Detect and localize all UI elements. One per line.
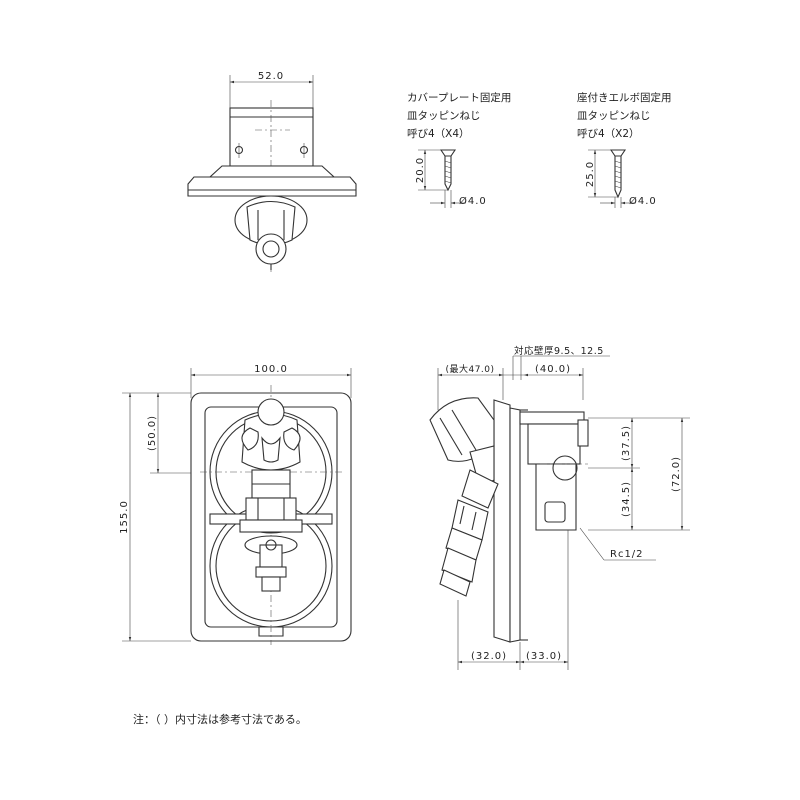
screw-b-dia-dim: Ø4.0 — [629, 195, 657, 207]
side-dim-37: (37.5) — [621, 425, 632, 461]
screw-a-line1: カバープレート固定用 — [407, 91, 511, 104]
top-width-dim: 52.0 — [258, 71, 284, 82]
side-bottom-left-dim: (32.0) — [471, 651, 507, 662]
screw-a-line3: 呼び4（X4） — [407, 128, 470, 140]
front-height-dim: 155.0 — [119, 500, 130, 534]
screw-a-length-dim: 20.0 — [415, 157, 426, 183]
side-max-dim: (最大47.0) — [445, 363, 494, 375]
top-view: 52.0 — [187, 71, 357, 272]
screw-b-length-dim: 25.0 — [585, 161, 596, 187]
screw-b-line1: 座付きエルボ固定用 — [577, 91, 672, 104]
front-upper-dim: (50.0) — [147, 415, 158, 451]
screw-b-line2: 皿タッピンねじ — [577, 110, 651, 122]
front-width-dim: 100.0 — [254, 364, 288, 375]
wall-thickness-label: 対応壁厚9.5、12.5 — [514, 345, 604, 357]
front-view: 100.0 155.0 (50.0) — [119, 364, 352, 645]
screw-a: カバープレート固定用 皿タッピンねじ 呼び4（X4） 20.0 Ø4.0 — [407, 91, 511, 208]
screw-a-line2: 皿タッピンねじ — [407, 110, 481, 122]
side-dim-72: (72.0) — [671, 456, 682, 492]
side-right-dim: (40.0) — [535, 364, 571, 375]
screw-b-line3: 呼び4（X2） — [577, 128, 640, 140]
side-view: 対応壁厚9.5、12.5 (最大47.0) (40.0) (37.5) — [429, 345, 690, 670]
screw-a-dia-dim: Ø4.0 — [459, 195, 487, 207]
side-dim-34: (34.5) — [621, 481, 632, 517]
reference-note: 注：（ ）内寸法は参考寸法である。 — [133, 712, 307, 726]
screw-b: 座付きエルボ固定用 皿タッピンねじ 呼び4（X2） 25.0 Ø4.0 — [577, 91, 672, 208]
side-bottom-right-dim: (33.0) — [526, 651, 562, 662]
thread-label: Rc1/2 — [610, 549, 644, 560]
